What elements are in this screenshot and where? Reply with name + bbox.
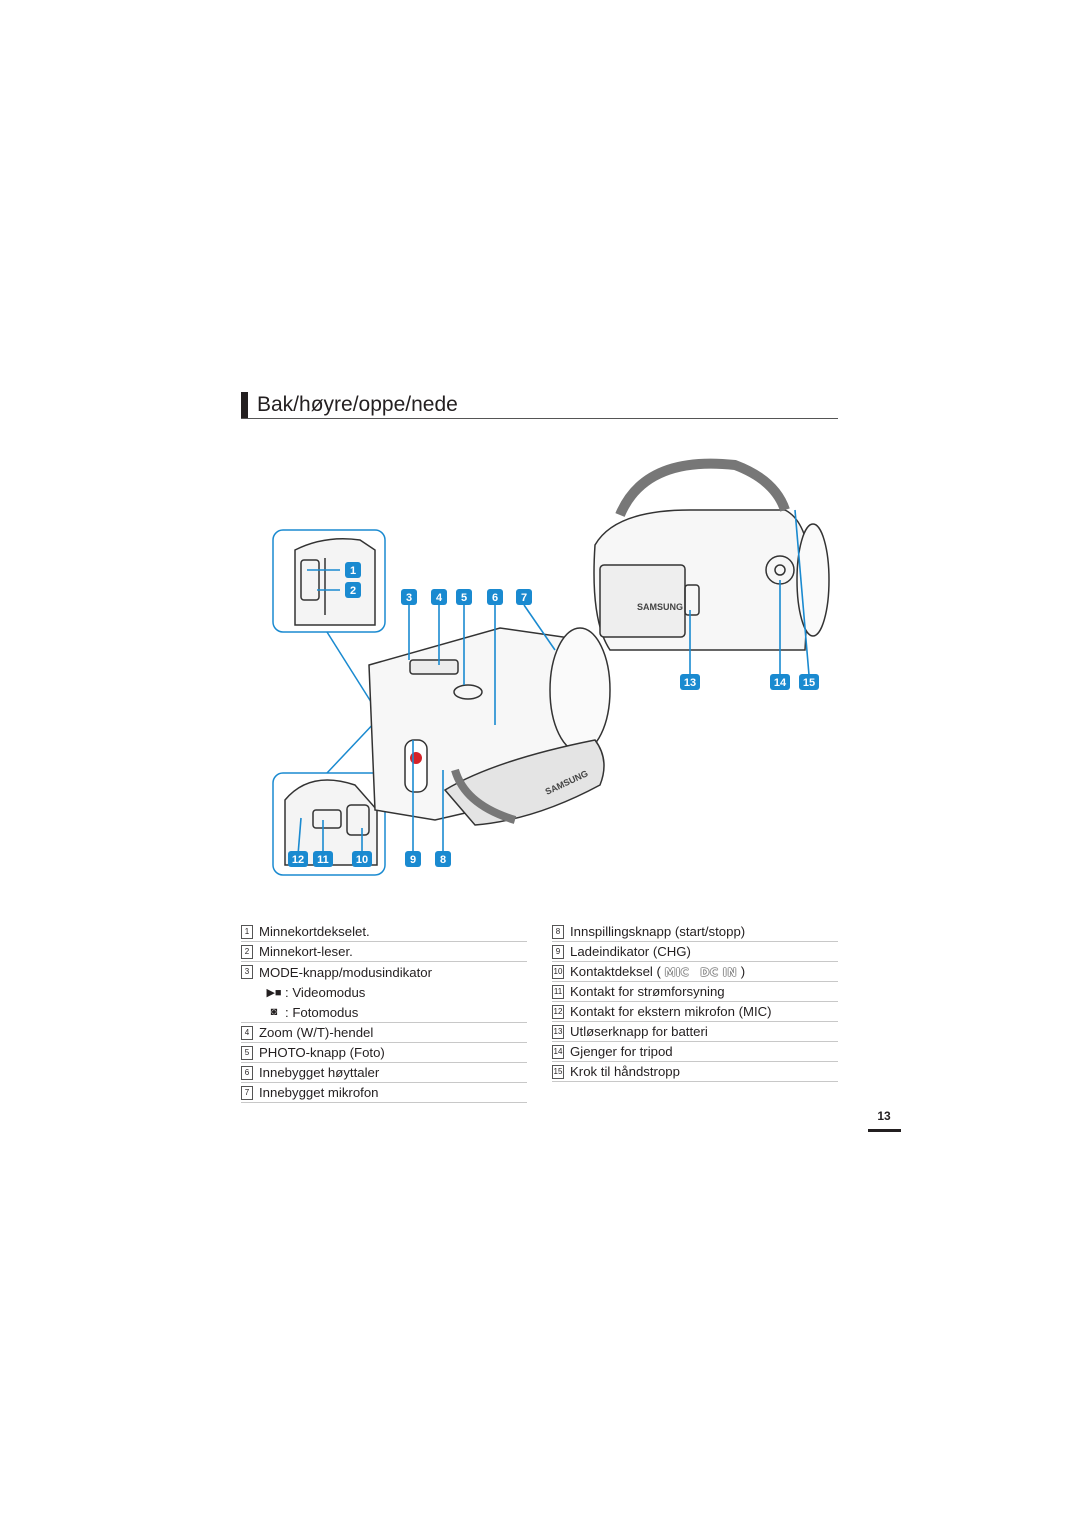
callout-7 [516, 589, 532, 605]
section-title: Bak/høyre/oppe/nede [257, 393, 458, 416]
legend-label: Innspillingsknapp (start/stopp) [570, 924, 746, 939]
svg-text:7: 7 [521, 592, 527, 604]
callout-9 [405, 851, 421, 867]
svg-text:9: 9 [410, 854, 416, 866]
legend-label: Kontakt for strømforsyning [570, 984, 725, 999]
legend-item: 15 Krok til håndstropp [552, 1062, 838, 1082]
legend-label: Gjenger for tripod [570, 1044, 673, 1059]
svg-text:14: 14 [774, 677, 787, 689]
callout-2 [345, 582, 361, 598]
legend-label: Zoom (W/T)-hendel [259, 1025, 374, 1040]
legend-item: 7 Innebygget mikrofon [241, 1083, 527, 1103]
callout-12 [288, 851, 308, 867]
legend-label: Innebygget høyttaler [259, 1065, 380, 1080]
legend-label: : Fotomodus [285, 1004, 359, 1020]
legend-label: Minnekort-leser. [259, 944, 353, 959]
legend-item: 10 Kontaktdeksel ( MIC DC IN ) [552, 962, 838, 982]
page-number-rule [868, 1129, 901, 1132]
legend-label: Minnekortdekselet. [259, 924, 370, 939]
svg-text:1: 1 [350, 565, 356, 577]
svg-text:5: 5 [461, 592, 467, 604]
svg-text:15: 15 [803, 677, 815, 689]
legend-item: 6 Innebygget høyttaler [241, 1063, 527, 1083]
legend-item: 3 MODE-knapp/modusindikator [241, 962, 527, 982]
section-heading: Bak/høyre/oppe/nede [241, 392, 838, 419]
callout-10 [352, 851, 372, 867]
callout-4 [431, 589, 447, 605]
legend-right: 8 Innspillingsknapp (start/stopp) 9 Lade… [552, 922, 838, 1082]
legend-number: 10 [552, 964, 564, 979]
svg-text:3: 3 [406, 592, 412, 604]
legend-subitem: ◙ : Fotomodus [241, 1002, 527, 1023]
legend-item: 1 Minnekortdekselet. [241, 922, 527, 942]
svg-text:2: 2 [350, 585, 356, 597]
callout-badges: 1 2 3 4 5 6 7 8 9 10 11 12 13 1 [288, 562, 819, 867]
svg-text:6: 6 [492, 592, 498, 604]
svg-text:13: 13 [684, 677, 696, 689]
dc-in-jack-label: DC IN [700, 966, 738, 979]
legend-left: 1 Minnekortdekselet. 2 Minnekort-leser. … [241, 922, 527, 1103]
legend-label: Krok til håndstropp [570, 1064, 680, 1079]
callout-14 [770, 674, 790, 690]
legend-label: PHOTO-knapp (Foto) [259, 1045, 385, 1060]
svg-text:4: 4 [436, 592, 443, 604]
photo-camera-icon: ◙ [270, 1006, 278, 1018]
legend-label-tail: ) [740, 964, 746, 979]
legend-number: 11 [552, 984, 564, 999]
callout-6 [487, 589, 503, 605]
legend-subitem: ▶■ : Videomodus [241, 982, 527, 1002]
legend-label: Kontaktdeksel ( MIC DC IN ) [570, 964, 745, 979]
camcorder-diagram: SAMSUNG SAMSUNG 1 2 3 [265, 440, 835, 880]
legend-label: MODE-knapp/modusindikator [259, 964, 432, 980]
legend-number: 2 [241, 944, 253, 959]
legend-number: 7 [241, 1085, 253, 1100]
callout-5 [456, 589, 472, 605]
legend-number: 14 [552, 1044, 564, 1059]
legend-number: 13 [552, 1024, 564, 1039]
callout-1 [345, 562, 361, 578]
legend-item: 2 Minnekort-leser. [241, 942, 527, 962]
legend-number: 8 [552, 924, 564, 939]
legend-item: 4 Zoom (W/T)-hendel [241, 1023, 527, 1043]
camcorder-illustration: SAMSUNG SAMSUNG 1 2 3 [272, 458, 830, 876]
legend-number: 9 [552, 944, 564, 959]
legend-item: 14 Gjenger for tripod [552, 1042, 838, 1062]
svg-text:11: 11 [317, 854, 329, 866]
legend-number: 1 [241, 924, 253, 939]
svg-text:8: 8 [440, 854, 446, 866]
legend-label: Utløserknapp for batteri [570, 1024, 708, 1039]
legend-label: Ladeindikator (CHG) [570, 944, 691, 959]
legend-item: 13 Utløserknapp for batteri [552, 1022, 838, 1042]
callout-11 [313, 851, 333, 867]
legend-number: 12 [552, 1004, 564, 1019]
mic-jack-label: MIC [664, 966, 690, 979]
svg-text:10: 10 [356, 854, 368, 866]
callout-15 [799, 674, 819, 690]
callout-3 [401, 589, 417, 605]
legend-item: 5 PHOTO-knapp (Foto) [241, 1043, 527, 1063]
legend-item: 8 Innspillingsknapp (start/stopp) [552, 922, 838, 942]
legend-number: 3 [241, 965, 253, 979]
video-camera-icon: ▶■ [266, 986, 282, 999]
legend-label: : Videomodus [285, 984, 366, 1000]
page-number: 13 [877, 1109, 891, 1123]
legend-number: 6 [241, 1065, 253, 1080]
legend-number: 15 [552, 1064, 564, 1079]
legend-item: 9 Ladeindikator (CHG) [552, 942, 838, 962]
legend-label-text: Kontaktdeksel ( [570, 964, 661, 979]
callout-13 [680, 674, 700, 690]
section-marker [241, 392, 248, 418]
legend-number: 5 [241, 1045, 253, 1060]
legend-item: 12 Kontakt for ekstern mikrofon (MIC) [552, 1002, 838, 1022]
legend-item: 11 Kontakt for strømforsyning [552, 982, 838, 1002]
legend-label: Kontakt for ekstern mikrofon (MIC) [570, 1004, 772, 1019]
callout-8 [435, 851, 451, 867]
svg-text:12: 12 [292, 854, 304, 866]
brand-logo: SAMSUNG [637, 602, 683, 612]
legend-label: Innebygget mikrofon [259, 1085, 379, 1100]
legend-number: 4 [241, 1025, 253, 1040]
